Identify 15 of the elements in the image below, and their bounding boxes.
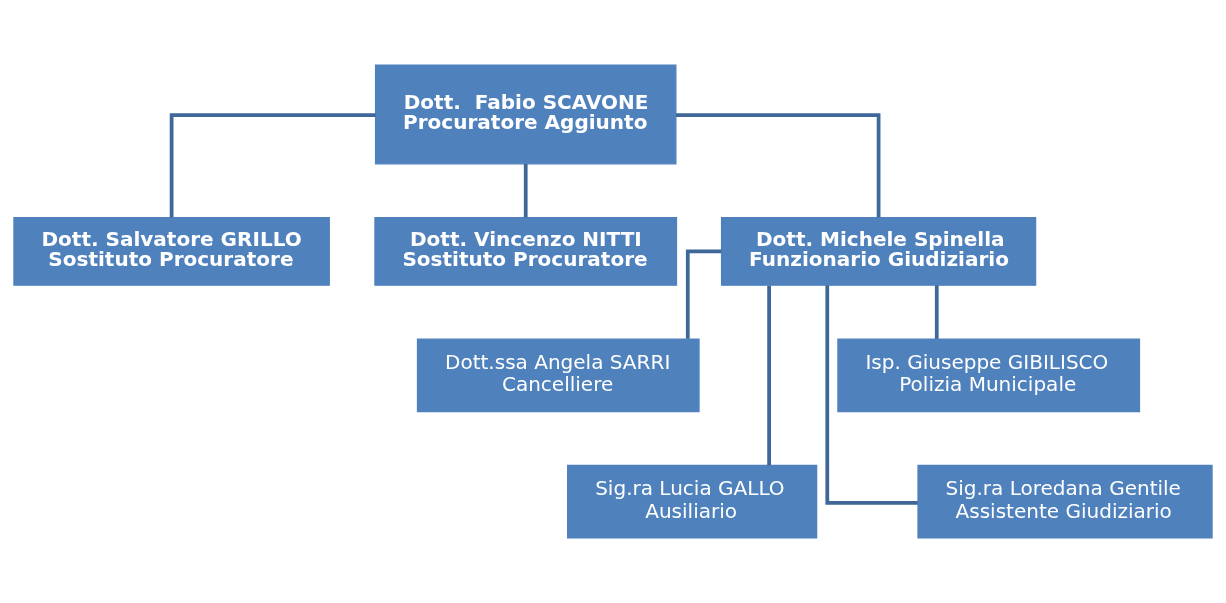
connector	[825, 285, 918, 505]
connector	[675, 113, 881, 218]
node-box: Dott. Michele Spinella Funzionario Giudiziario	[720, 217, 1037, 286]
connector	[523, 163, 528, 218]
node-box: Dott.ssa Angela SARRI Cancelliere	[416, 338, 700, 413]
node-box: Sig.ra Loredana Gentile Assistente Giudiziario	[917, 464, 1213, 539]
node-box: Sig.ra Lucia GALLO Ausiliario	[567, 464, 818, 539]
connector	[685, 249, 722, 339]
node-box: Dott. Salvatore GRILLO Sostituto Procuratore	[13, 217, 330, 286]
node-box: Dott. Vincenzo NITTI Sostituto Procuratore	[374, 217, 678, 286]
node-box: Dott. Fabio SCAVONE Procuratore Aggiunto	[374, 64, 677, 165]
connector	[934, 285, 939, 339]
connector	[169, 113, 376, 218]
node-box: Isp. Giuseppe GIBILISCO Polizia Municipale	[837, 338, 1141, 413]
connector	[767, 285, 771, 466]
